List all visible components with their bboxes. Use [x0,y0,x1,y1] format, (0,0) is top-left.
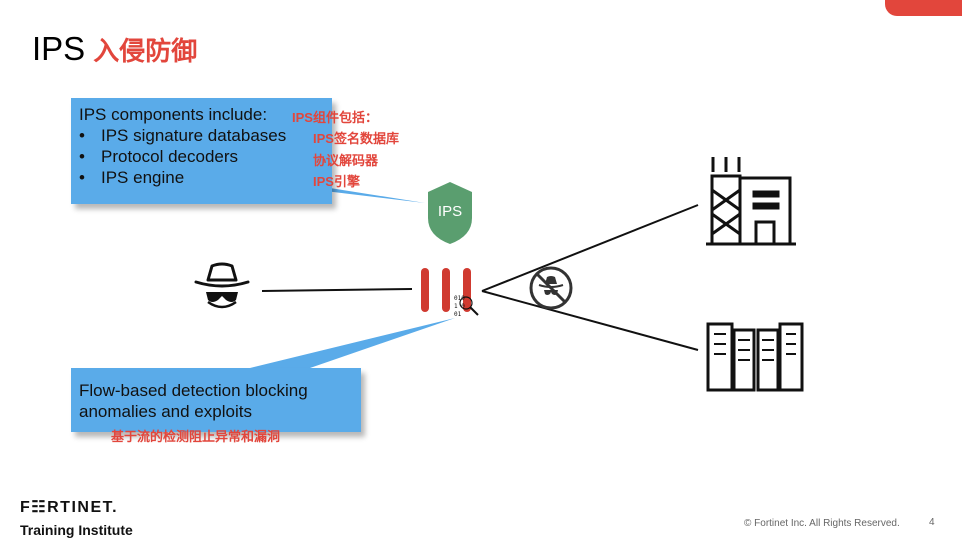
callout-heading-cn: IPS组件包括： [292,110,378,125]
bullet-signature-db-cn: IPS签名数据库 [313,131,399,146]
title-main: IPS [32,30,86,67]
hacker-icon [194,262,250,309]
training-institute-label: Training Institute [20,522,133,538]
callout-heading: IPS components include: [79,105,268,124]
copyright-text: © Fortinet Inc. All Rights Reserved. [744,518,900,529]
svg-text:010: 010 [454,295,465,302]
callout-flow-detection: Flow-based detection blocking anomalies … [71,368,361,432]
bullet-marker: • [79,126,85,145]
office-building-icon [706,157,796,246]
bullet-protocol-decoders-cn: 协议解码器 [313,153,379,168]
callout-line-1: Flow-based detection blocking [79,381,308,400]
firewall-to-building-line [481,204,699,292]
bullet-protocol-decoders: Protocol decoders [101,147,239,166]
title-chinese: 入侵防御 [93,36,198,66]
callout-flow-detection-cn: 基于流的检测阻止异常和漏洞 [111,429,281,444]
callout-line-2: anomalies and exploits [79,402,252,421]
blocked-hacker-icon [529,266,573,310]
shield-icon [428,182,472,244]
callout-bottom-pointer [250,318,455,368]
bullet-marker: • [79,147,85,166]
firewall-to-servers-line [481,290,699,351]
firewall-icon: 010 1 0 01 [421,268,479,318]
bullet-marker: • [79,168,85,187]
bullet-ips-engine-cn: IPS引擎 [313,174,360,189]
svg-text:1 0: 1 0 [454,303,465,310]
svg-text:01: 01 [454,311,462,318]
svg-text:F☷RTINET.: F☷RTINET. [20,499,118,516]
page-number: 4 [929,517,935,528]
callout-ips-components: IPS components include: • IPS signature … [71,98,332,204]
hacker-to-firewall-line [261,288,413,292]
shield-label: IPS [437,203,463,220]
bullet-ips-engine: IPS engine [101,168,185,187]
server-rack-icon [706,322,804,392]
bullet-signature-db: IPS signature databases [101,126,287,145]
fortinet-logo: F☷RTINET. [20,499,118,516]
corner-accent-tab [885,0,962,16]
